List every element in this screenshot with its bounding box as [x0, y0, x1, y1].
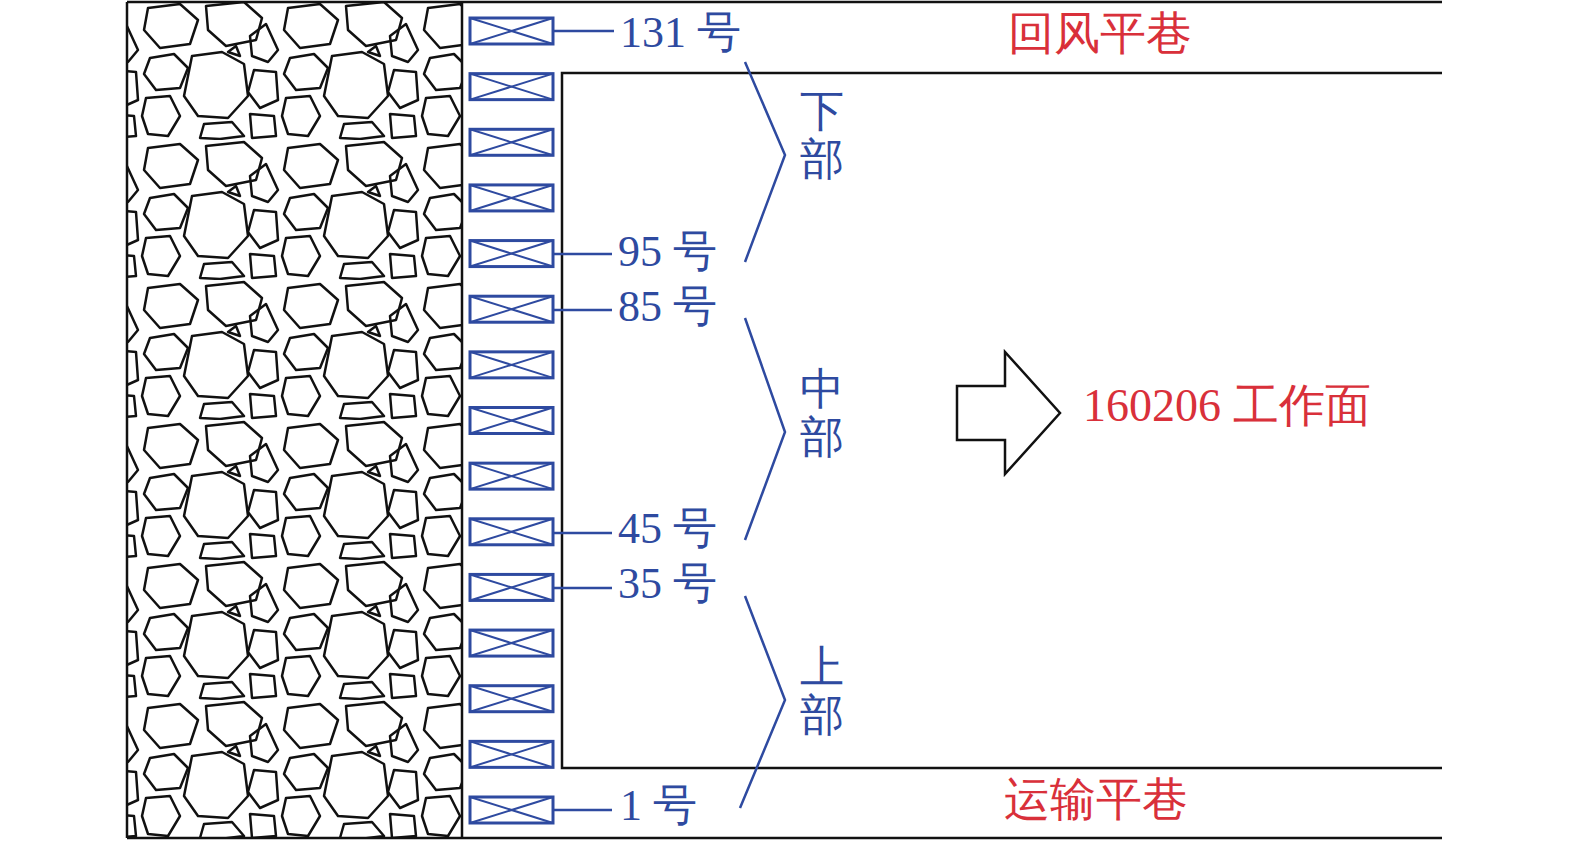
roadway-name: 运输平巷	[1004, 777, 1188, 823]
section-name: 下部	[800, 88, 844, 185]
prop-number: 95 号	[618, 230, 717, 274]
hydraulic-prop	[470, 129, 553, 155]
prop-number: 45 号	[618, 507, 717, 551]
prop-number: 1 号	[620, 784, 697, 828]
support-column	[470, 18, 553, 823]
hydraulic-prop	[470, 74, 553, 100]
leader-lines	[553, 31, 785, 810]
hydraulic-prop	[470, 519, 553, 545]
section-name: 上部	[800, 644, 844, 741]
hydraulic-prop	[470, 241, 553, 267]
hydraulic-prop	[470, 574, 553, 600]
hydraulic-prop	[470, 463, 553, 489]
section-name: 中部	[800, 366, 844, 463]
prop-number: 85 号	[618, 285, 717, 329]
prop-number: 131 号	[620, 11, 741, 55]
hydraulic-prop	[470, 630, 553, 656]
hydraulic-prop	[470, 797, 553, 823]
roadway-name: 回风平巷	[1008, 11, 1192, 57]
hydraulic-prop	[470, 741, 553, 767]
hydraulic-prop	[470, 408, 553, 434]
prop-number: 35 号	[618, 562, 717, 606]
hydraulic-prop	[470, 352, 553, 378]
hydraulic-prop	[470, 185, 553, 211]
hydraulic-prop	[470, 296, 553, 322]
advance-arrow	[957, 352, 1060, 474]
roadway-outline	[127, 2, 1442, 838]
gob-rubble	[127, 2, 462, 838]
roadway-name: 160206 工作面	[1083, 383, 1371, 429]
hydraulic-prop	[470, 686, 553, 712]
hydraulic-prop	[470, 18, 553, 44]
